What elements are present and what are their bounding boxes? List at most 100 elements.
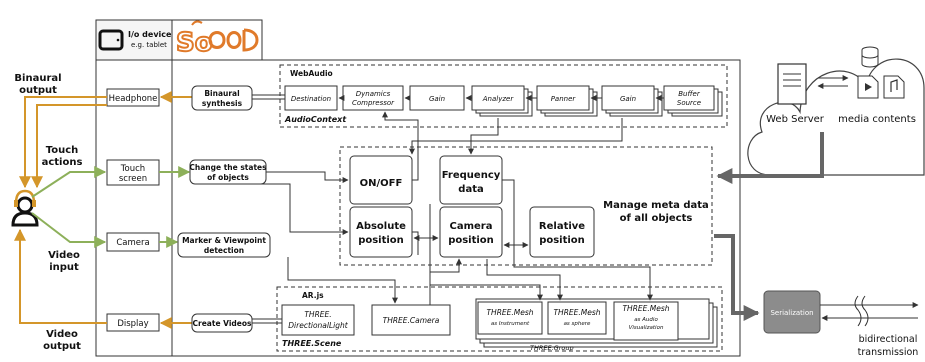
arjs-label: AR.js (302, 291, 324, 300)
svg-text:THREE.Camera: THREE.Camera (383, 316, 440, 325)
web-server-icon (777, 63, 807, 105)
relative-position-box: Relative position (529, 206, 595, 258)
svg-text:Gain: Gain (620, 95, 636, 103)
svg-text:position: position (539, 235, 585, 246)
svg-text:Visualization: Visualization (629, 325, 664, 331)
mesh-audio-box: THREE.Mesh as Audio Visualization (613, 301, 679, 341)
gain-node-1: Gain (409, 85, 465, 111)
svg-text:Source: Source (677, 99, 701, 107)
svg-text:THREE.Mesh: THREE.Mesh (486, 308, 533, 317)
camera-device: Camera (106, 232, 160, 252)
display-device: Display (106, 313, 160, 332)
video-output-flow (14, 228, 107, 324)
svg-text:Touch: Touch (120, 164, 145, 174)
svg-text:Camera: Camera (450, 221, 493, 232)
frequency-data-box: Frequency data (439, 155, 503, 205)
transmission-label: transmission (858, 347, 919, 358)
touch-actions-label: Touch (46, 145, 79, 156)
svg-text:data: data (458, 184, 483, 195)
cloud-to-metadata-link (716, 132, 824, 184)
svg-text:screen: screen (119, 174, 147, 184)
touch-actions-label-2: actions (42, 157, 83, 168)
svg-text:Destination: Destination (291, 95, 331, 103)
video-input-label-2: input (49, 262, 79, 273)
video-output-label-2: output (43, 341, 81, 352)
svg-text:ON/OFF: ON/OFF (360, 178, 403, 189)
binaural-output-flow (19, 96, 107, 189)
svg-text:Absolute: Absolute (356, 221, 406, 232)
svg-text:Create Videos: Create Videos (193, 319, 252, 328)
user-icon (11, 189, 39, 227)
svg-text:Frequency: Frequency (442, 170, 501, 181)
headphone-device: Headphone (106, 88, 160, 107)
svg-text:Change the states: Change the states (189, 163, 267, 172)
web-server-label: Web Server (766, 114, 825, 125)
io-subtitle: e.g. tablet (131, 41, 167, 49)
metadata-region (339, 146, 713, 266)
compressor-node: Dynamics Compressor (342, 85, 404, 111)
serialization-box: Serialization (763, 290, 821, 334)
mesh-instrument-box: THREE.Mesh as Instrument (477, 301, 543, 335)
svg-text:Gain: Gain (429, 95, 445, 103)
videos-link (252, 318, 282, 324)
io-header (95, 19, 173, 61)
svg-text:DirectionalLight: DirectionalLight (288, 321, 349, 330)
binaural-output-label-2: output (19, 85, 57, 96)
scene-connectors (287, 179, 653, 305)
gain-node-2: Gain (601, 85, 663, 117)
svg-text:Panner: Panner (551, 95, 577, 103)
svg-text:position: position (448, 235, 494, 246)
media-contents-label: media contents (838, 114, 916, 125)
touch-flow (31, 166, 107, 198)
change-states-box: Change the states of objects (189, 159, 267, 185)
on-off-box: ON/OFF (349, 155, 413, 205)
music-file-icon (883, 75, 905, 99)
database-icon (861, 46, 879, 68)
manage-metadata-label-2: of all objects (620, 213, 693, 224)
svg-text:Buffer: Buffer (678, 90, 701, 98)
touch-screen-device: Touch screen (106, 159, 160, 186)
create-videos-box: Create Videos (191, 313, 253, 333)
camera-position-box: Camera position (439, 206, 503, 258)
svg-text:Compressor: Compressor (352, 99, 395, 107)
three-scene-region (276, 286, 723, 352)
io-title: I/o devices (128, 30, 176, 39)
svg-text:position: position (358, 235, 404, 246)
svg-text:Serialization: Serialization (770, 309, 813, 317)
metadata-connectors (255, 111, 623, 255)
svg-text:Marker & Viewpoint: Marker & Viewpoint (182, 236, 266, 245)
camera-flow (31, 212, 107, 248)
svg-text:Camera: Camera (116, 238, 149, 248)
transmission-line (820, 295, 919, 327)
destination-node: Destination (284, 85, 338, 111)
svg-text:detection: detection (204, 246, 244, 255)
panner-node: Panner (536, 85, 598, 117)
binaural-output-label: Binaural (14, 73, 61, 84)
metadata-to-serialization-link (714, 234, 760, 321)
svg-text:Headphone: Headphone (109, 94, 158, 104)
svg-text:as Instrument: as Instrument (491, 321, 530, 327)
svg-text:Dynamics: Dynamics (356, 90, 391, 98)
binaural-synthesis-box: Binaural synthesis (191, 85, 253, 111)
buffer-source-node: Buffer Source (663, 85, 723, 117)
three-group-label: THREE.Group (530, 344, 574, 352)
video-input-label: Video (48, 250, 80, 261)
marker-detection-box: Marker & Viewpoint detection (177, 232, 271, 258)
absolute-position-box: Absolute position (349, 206, 413, 258)
bidirectional-label: bidirectional (859, 334, 918, 345)
svg-text:of objects: of objects (207, 173, 249, 182)
video-file-icon (857, 75, 879, 99)
mesh-sphere-box: THREE.Mesh as sphere (547, 301, 607, 335)
logo-text: So (176, 28, 213, 58)
svg-text:THREE.: THREE. (304, 310, 331, 319)
binaural-output-flow-2 (31, 104, 107, 189)
so-sound-logo: So (175, 20, 259, 59)
video-output-label: Video (46, 329, 78, 340)
svg-text:Analyzer: Analyzer (482, 95, 515, 103)
three-scene-label: THREE.Scene (282, 339, 342, 348)
svg-text:THREE.Mesh: THREE.Mesh (622, 304, 669, 313)
manage-metadata-label: Manage meta data (603, 200, 709, 211)
webaudio-region (279, 64, 728, 128)
device-column (95, 59, 173, 357)
svg-text:THREE.Mesh: THREE.Mesh (553, 308, 600, 317)
